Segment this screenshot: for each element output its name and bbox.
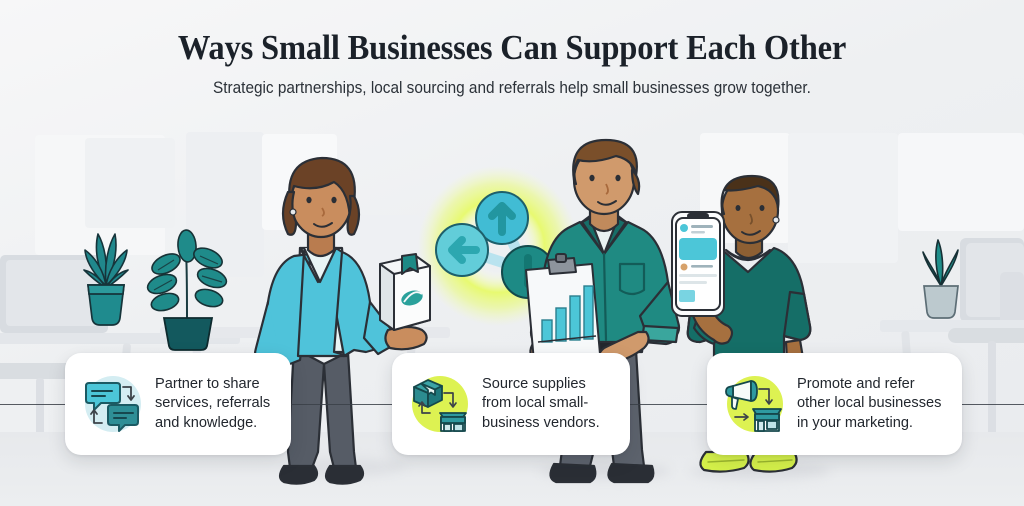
page-title: Ways Small Businesses Can Support Each O… [177, 28, 847, 67]
connector-line-right [962, 404, 1024, 406]
office-chair [948, 328, 1024, 343]
wall-panel [85, 138, 175, 228]
wall-panel [788, 133, 898, 263]
page-subtitle: Strategic partnerships, local sourcing a… [213, 79, 811, 97]
package-to-storefront-icon [408, 373, 470, 435]
plant-right [922, 239, 959, 319]
wall-panel [898, 133, 1024, 231]
megaphone-to-storefront-icon [723, 373, 785, 435]
card-text: Partner to share services, referrals and… [155, 376, 271, 431]
laptop [1000, 272, 1024, 328]
card-promote[interactable]: Promote and refer other local businesses… [707, 353, 962, 455]
card-text: Promote and refer other local businesses… [797, 376, 942, 431]
connector-line-2-3 [630, 404, 710, 406]
card-source[interactable]: Source supplies from local small-busines… [392, 353, 630, 455]
card-partner[interactable]: Partner to share services, referrals and… [65, 353, 291, 455]
woman-holding-product-box [253, 156, 431, 485]
chair-leg [36, 378, 44, 468]
connector-line-1-2 [288, 404, 398, 406]
header: Ways Small Businesses Can Support Each O… [0, 28, 1024, 98]
card-text: Source supplies from local small-busines… [482, 376, 600, 431]
chair-leg [988, 341, 996, 441]
connector-line-left [0, 404, 66, 406]
chat-bubbles-exchange-icon [81, 373, 143, 435]
leafy-plant-left [146, 229, 228, 351]
desk-surface [0, 333, 240, 344]
spiky-plant-left [83, 233, 129, 326]
